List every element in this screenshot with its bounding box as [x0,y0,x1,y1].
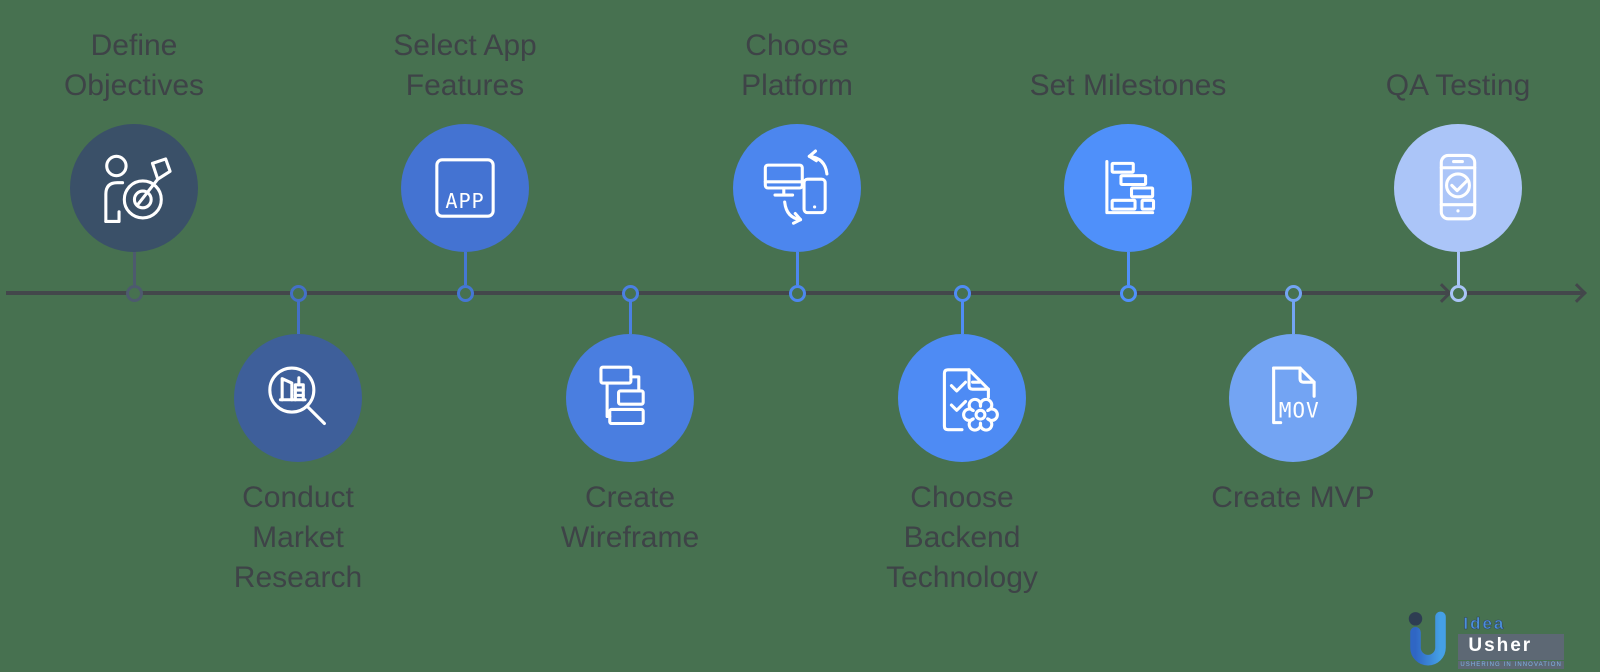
step-connector [1126,252,1130,285]
step-connector [296,300,300,334]
logo-brand-top: Idea [1463,614,1506,634]
step-node [953,284,971,302]
wireframe-icon [586,354,674,442]
step-circle [234,334,362,462]
app-icon [421,144,509,232]
idea-usher-logo: Idea Usher USHERING IN INNOVATION [1403,609,1564,669]
step-circle [898,334,1026,462]
step-node [1449,284,1467,302]
step-node [456,284,474,302]
step-connector [1291,300,1295,334]
step-circle [1229,334,1357,462]
mov-file-icon [1249,354,1337,442]
step-circle [1064,124,1192,252]
gantt-chart-icon [1084,144,1172,232]
step-node [621,284,639,302]
step-connector [1456,252,1460,285]
step-connector [628,300,632,334]
person-target-icon [90,144,178,232]
logo-brand-bottom: Usher [1458,634,1564,660]
step-node [788,284,806,302]
step-node [289,284,307,302]
step-circle [401,124,529,252]
idea-usher-monogram-icon [1409,611,1447,666]
phone-check-icon [1414,144,1502,232]
timeline-mid-arrow-icon [1432,283,1452,303]
step-connector [463,252,467,285]
logo-tagline: USHERING IN INNOVATION [1458,661,1564,669]
step-label-create-mvp: Create MVP [1211,481,1375,514]
step-circle [566,334,694,462]
step-node [125,284,143,302]
step-node [1284,284,1302,302]
step-node [1119,284,1137,302]
document-gear-icon [918,354,1006,442]
step-label-set-milestones: Set Milestones [1029,69,1227,102]
step-circle [733,124,861,252]
market-research-icon [254,354,342,442]
timeline-end-arrow-icon [1567,283,1587,303]
step-connector [960,300,964,334]
step-connector [132,252,136,285]
devices-sync-icon [753,144,841,232]
step-label-qa-testing: QA Testing [1385,69,1531,102]
step-circle [1394,124,1522,252]
step-connector [795,252,799,285]
step-circle [70,124,198,252]
